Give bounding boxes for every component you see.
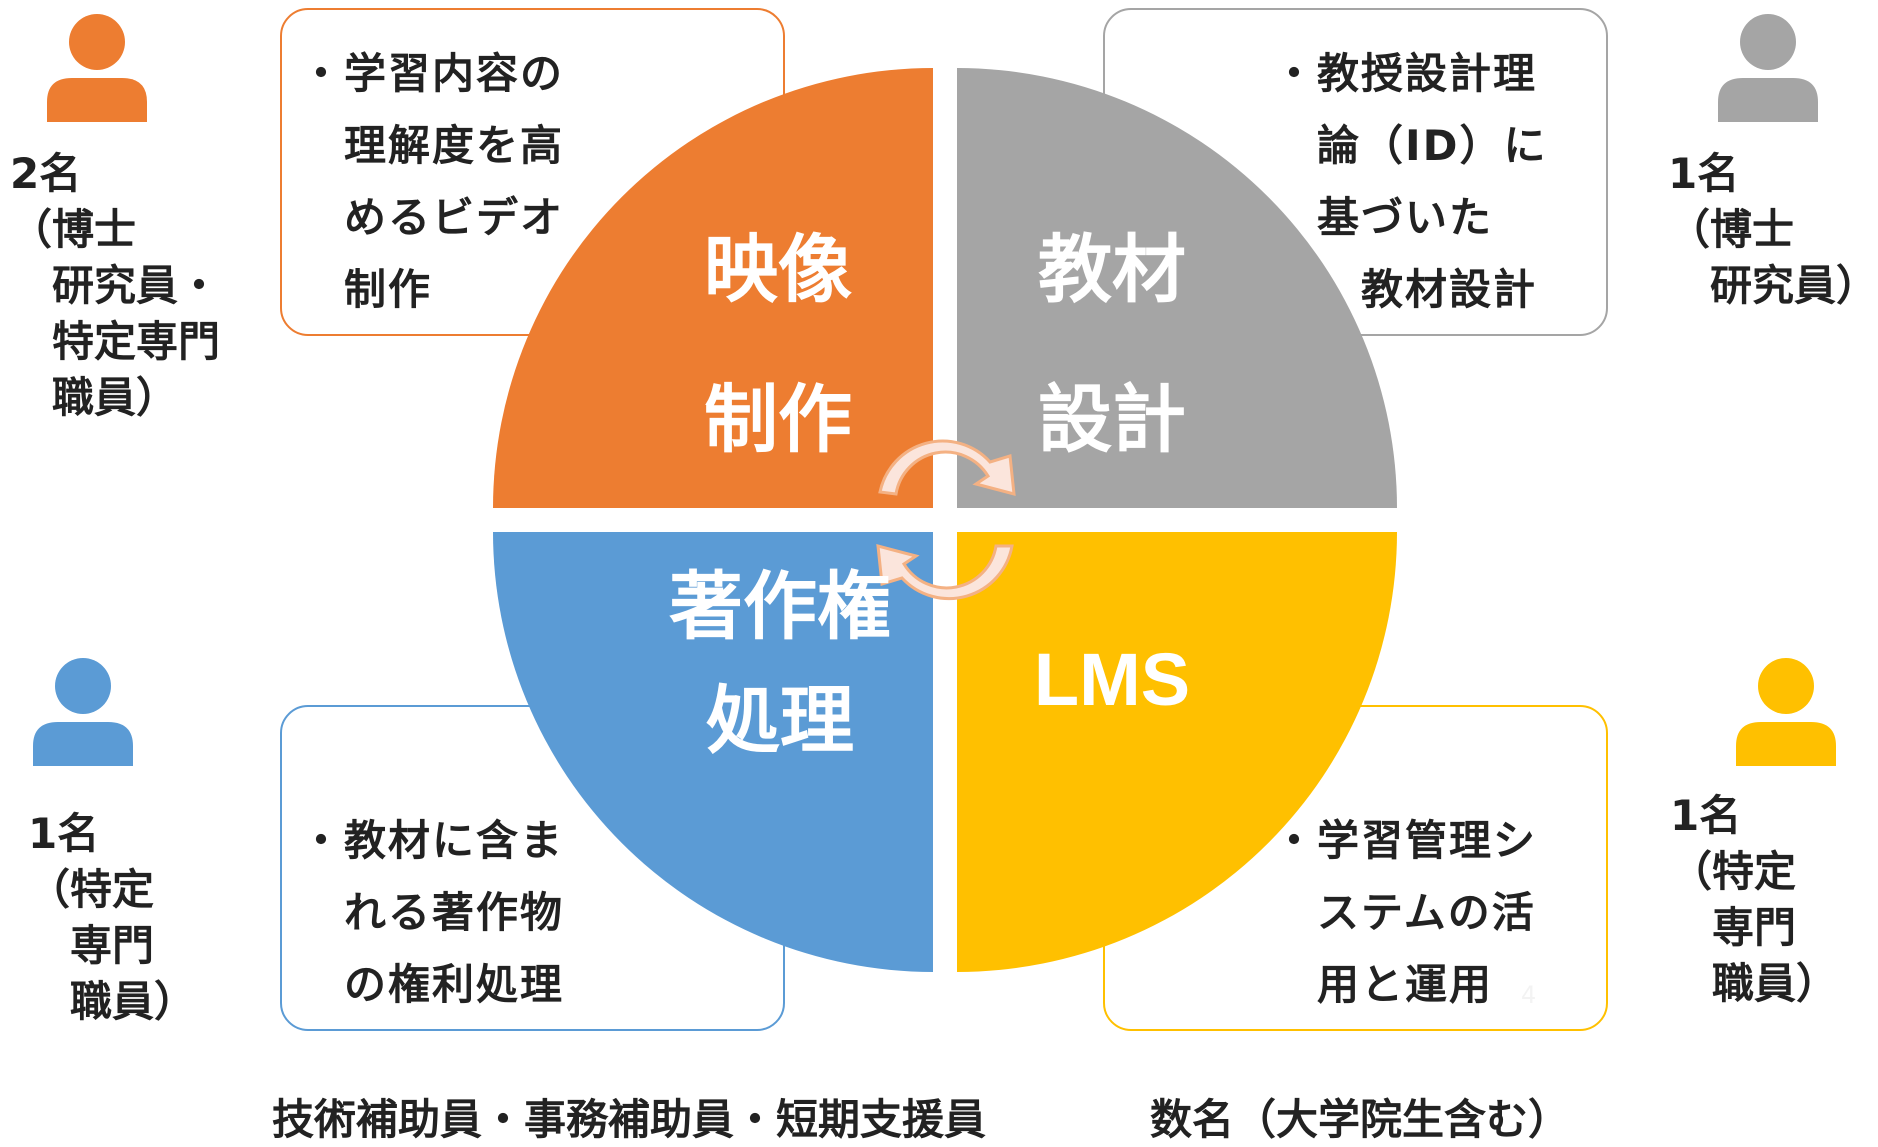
staff-copyright: 1名 （特定 専門 職員） (28, 809, 197, 1026)
pie-quadrants (493, 68, 1397, 972)
quadrant-copyright (493, 532, 933, 972)
quadrant-copyright-label: 著作権 処理 (669, 564, 891, 764)
person-icon (1718, 14, 1818, 122)
copyright-description-text: ・教材に含ま れる著作物 の権利処理 (300, 816, 565, 1009)
staff-lms: 1名 （特定 専門 職員） (1670, 791, 1839, 1008)
design-description-text: ・教授設計理 論（ID）に 基づいた 教材設計 (1273, 49, 1548, 314)
cycle-arrows (876, 439, 1016, 601)
cycle-arrow-bottom (876, 543, 1014, 601)
quadrant-design (957, 68, 1397, 508)
quadrant-lms-label: LMS (1033, 638, 1191, 721)
quadrant-lms (957, 532, 1397, 972)
person-icon (47, 14, 147, 122)
person-icon (1736, 658, 1836, 766)
footer-assistants: 技術補助員・事務補助員・短期支援員 (272, 1095, 987, 1144)
staff-design: 1名 （博士 研究員） (1668, 149, 1878, 310)
lms-description-text: ・学習管理シ ステムの活 用と運用 (1273, 816, 1538, 1009)
quadrant-video-label: 映像 制作 (704, 227, 852, 463)
person-icon (33, 658, 133, 766)
quadrant-video (493, 68, 933, 508)
page-number: 4 (1521, 981, 1537, 1009)
video-description-text: ・学習内容の 理解度を高 めるビデオ 制作 (300, 49, 565, 314)
cycle-arrow-top (878, 439, 1016, 497)
footer-count: 数名（大学院生含む） (1150, 1095, 1571, 1144)
quadrant-design-label: 教材 設計 (1038, 227, 1186, 463)
staff-video: 2名 （博士 研究員・ 特定専門 職員） (10, 149, 221, 422)
